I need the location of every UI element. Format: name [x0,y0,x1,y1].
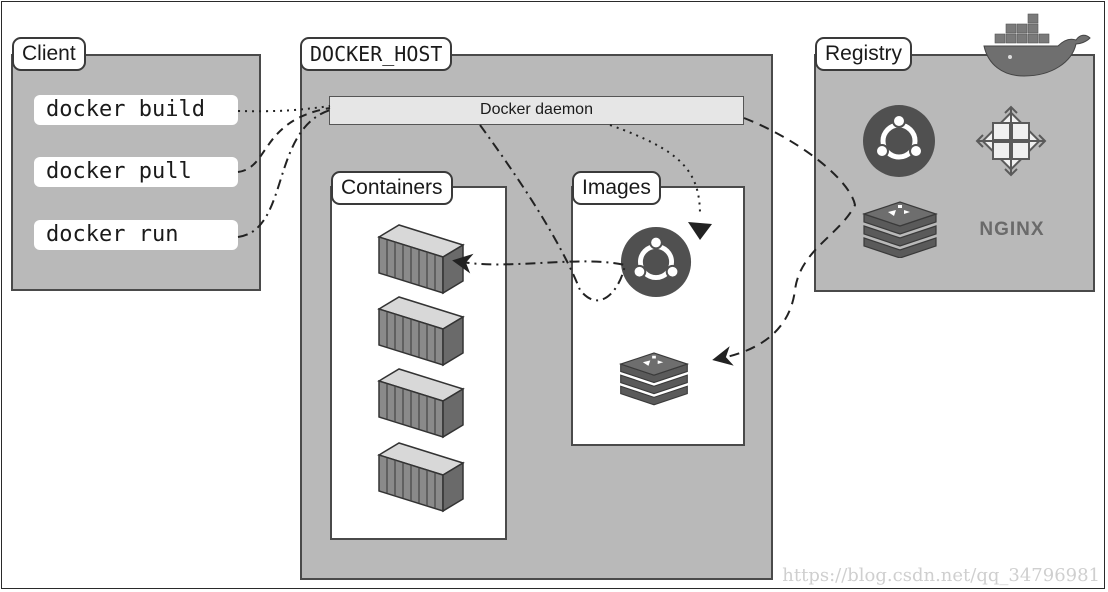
docker-whale-icon [983,13,1091,77]
docker-pull-command: docker pull [34,157,238,187]
docker-daemon-bar: Docker daemon [329,96,744,125]
client-title: Client [12,37,86,71]
registry-title: Registry [815,37,913,71]
shipping-container-icon [377,368,465,439]
containers-title: Containers [331,171,453,205]
redis-icon [618,352,690,406]
ubuntu-icon [863,105,935,177]
docker-run-command: docker run [34,220,238,250]
docker-build-command: docker build [34,95,238,125]
shipping-container-icon [377,224,465,295]
centos-icon [975,105,1047,177]
shipping-container-icon [377,442,465,513]
shipping-container-icon [377,296,465,367]
docker-host-title: DOCKER_HOST [300,37,453,71]
nginx-label: NGINX [979,219,1045,240]
redis-icon [862,201,938,258]
registry-panel [814,54,1095,292]
images-title: Images [572,171,661,205]
watermark: https://blog.csdn.net/qq_34796981 [782,565,1100,586]
ubuntu-icon [620,226,692,298]
